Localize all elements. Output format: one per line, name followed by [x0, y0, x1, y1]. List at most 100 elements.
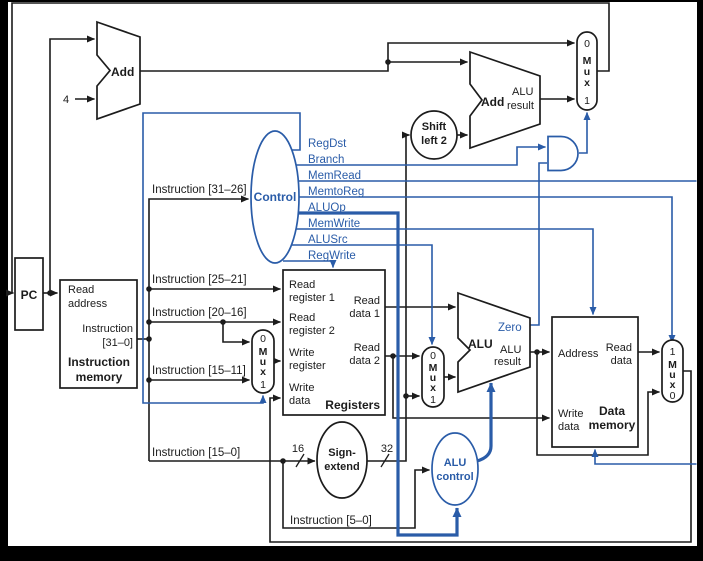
control-label: Control	[254, 190, 297, 204]
imem-name-2: memory	[76, 370, 123, 384]
junction-instr-bus	[146, 336, 152, 342]
wire-writeback	[269, 370, 692, 543]
junction-signext	[403, 393, 409, 399]
dmem-wd-line2: data	[558, 421, 580, 433]
junction-pc-plus-4	[385, 59, 391, 65]
alu-control-label-1: ALU	[444, 457, 467, 469]
wire-regwrite	[283, 260, 337, 268]
wire-next-pc	[6, 2, 610, 297]
field-15-0: Instruction [15–0]	[152, 447, 240, 459]
wire-memtoreg	[299, 196, 676, 343]
signal-alusrc: ALUSrc	[308, 234, 348, 246]
dmem-rd-line2: data	[611, 355, 633, 367]
registers-block	[282, 269, 386, 416]
imem-instr-bits-label: [31–0]	[102, 337, 133, 349]
regs-rd1-line2: data 1	[349, 308, 380, 320]
shift-label-2: left 2	[421, 135, 447, 147]
mux-memtoreg-m: M	[668, 359, 677, 371]
mux-memtoreg-1: 1	[670, 346, 676, 358]
pc-register	[14, 257, 44, 331]
wire-pc-plus-4	[140, 39, 575, 72]
const-4-label: 4	[63, 94, 69, 106]
mux-regdst	[251, 329, 275, 394]
dmem-name-2: memory	[589, 418, 636, 432]
signal-aluop: ALUOp	[308, 202, 346, 214]
dmem-name-1: Data	[599, 404, 625, 418]
alu-result-line1: ALU	[500, 344, 521, 356]
mux-memtoreg-u: u	[669, 369, 675, 381]
shift-left-2	[410, 110, 458, 160]
sign-extend-label-1: Sign-	[328, 447, 356, 459]
width-tick-16	[295, 453, 305, 468]
imem-address-label: address	[68, 298, 108, 310]
field-20-16: Instruction [20–16]	[152, 307, 247, 319]
dmem-address-label: Address	[558, 348, 599, 360]
alu-control	[431, 432, 479, 506]
mux-alusrc	[421, 346, 445, 408]
wire-instr-5-0	[282, 461, 430, 529]
field-15-11: Instruction [15–11]	[152, 365, 246, 377]
mux-pcsrc-0: 0	[584, 38, 590, 50]
instruction-memory	[59, 279, 138, 389]
adder-branch-label: Add	[481, 95, 504, 109]
regs-rr2-line1: Read	[289, 312, 315, 324]
field-5-0: Instruction [5–0]	[290, 515, 372, 527]
regs-rd2-line1: Read	[354, 342, 380, 354]
imem-read-label: Read	[68, 284, 94, 296]
mux-regdst-0: 0	[260, 333, 266, 345]
wire-alu-result-to-mux	[536, 352, 660, 456]
regs-wd-line1: Write	[289, 382, 314, 394]
adder-pc-label: Add	[111, 65, 134, 79]
regs-wd-line2: data	[289, 395, 311, 407]
signal-memwrite: MemWrite	[308, 218, 360, 230]
control-unit	[250, 130, 300, 264]
field-25-21: Instruction [25–21]	[152, 274, 247, 286]
junction-alu-result	[534, 349, 540, 355]
signal-regdst: RegDst	[308, 138, 347, 150]
wire-pc-to-add	[49, 35, 95, 293]
junction-instr-15-0	[280, 458, 286, 464]
regs-rd2-line2: data 2	[349, 355, 380, 367]
regs-rr1-line1: Read	[289, 279, 315, 291]
alu-control-label-2: control	[436, 471, 473, 483]
dmem-wd-line1: Write	[558, 408, 583, 420]
registers-name: Registers	[325, 398, 380, 412]
shift-label-1: Shift	[422, 121, 447, 133]
data-memory	[551, 316, 639, 448]
signal-branch: Branch	[308, 154, 344, 166]
mux-pcsrc-u: u	[584, 66, 590, 78]
field-31-26: Instruction [31–26]	[152, 184, 247, 196]
regs-rr2-line2: register 2	[289, 325, 335, 337]
sign-extend	[316, 421, 368, 499]
junction-pc-out	[47, 290, 53, 296]
wire-instr-bus-opcode	[148, 195, 249, 461]
mux-regdst-1: 1	[260, 379, 266, 391]
mux-alusrc-0: 0	[430, 350, 436, 362]
wire-memread-return	[591, 449, 697, 465]
width-32-label: 32	[381, 443, 393, 455]
wire-memwrite	[296, 228, 597, 315]
wire-alusrc	[292, 244, 436, 345]
junction-read-data-2	[390, 353, 396, 359]
width-16-label: 16	[292, 443, 304, 455]
mux-memtoreg	[661, 339, 684, 403]
mux-pcsrc-1: 1	[584, 95, 590, 107]
regs-wr-line2: register	[289, 360, 326, 372]
sign-extend-label-2: extend	[324, 461, 359, 473]
mux-pcsrc-x: x	[584, 77, 590, 89]
alu-name: ALU	[468, 337, 493, 351]
adder-branch-res-1: ALU	[512, 86, 533, 98]
junction-instr-15-11	[146, 377, 152, 383]
signal-memread: MemRead	[308, 170, 361, 182]
mux-regdst-u: u	[260, 356, 266, 368]
mux-regdst-x: x	[260, 366, 266, 378]
mux-alusrc-1: 1	[430, 394, 436, 406]
mux-memtoreg-0: 0	[670, 390, 676, 402]
mux-pcsrc	[576, 31, 598, 111]
wire-and-out	[579, 112, 591, 154]
wire-branch	[296, 143, 546, 166]
wire-instr-20-16-to-mux	[222, 322, 250, 346]
adder-branch-res-2: result	[507, 100, 534, 112]
